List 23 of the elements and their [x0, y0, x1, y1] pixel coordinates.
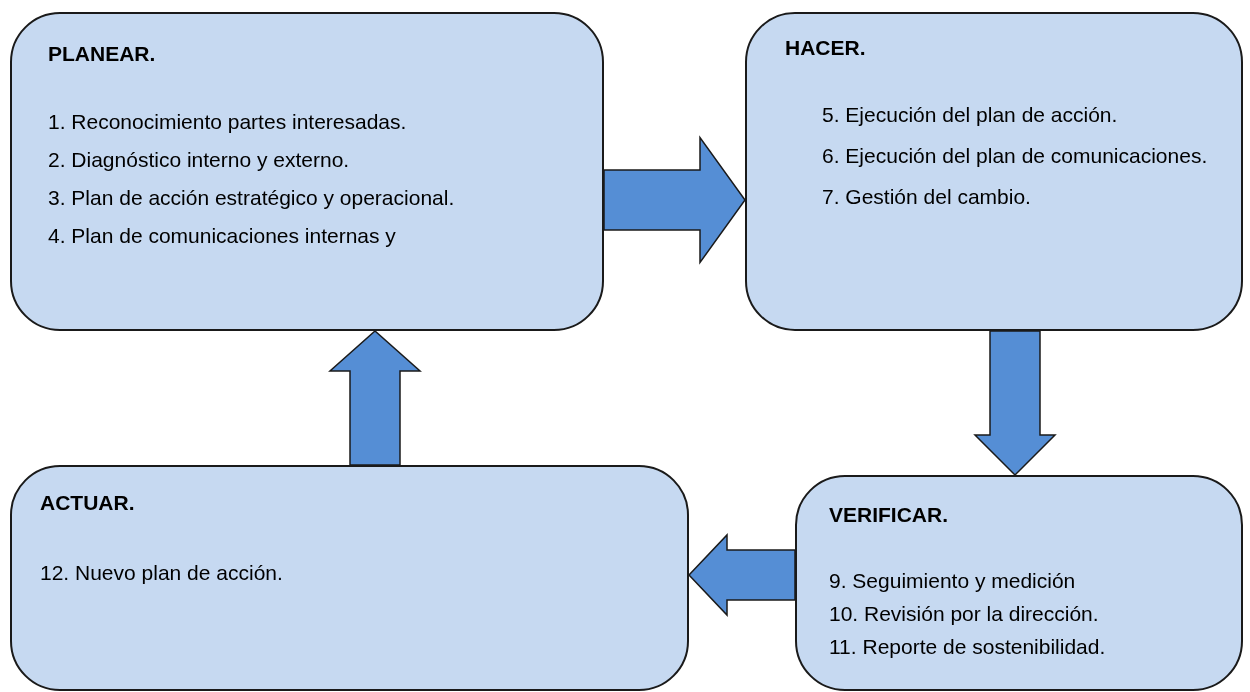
heading: PLANEAR. [48, 42, 156, 66]
list-item: 3. Plan de acción estratégico y operacional. [48, 185, 456, 211]
heading: VERIFICAR. [829, 503, 948, 527]
heading: ACTUAR. [40, 491, 135, 515]
block-arrow [687, 533, 796, 617]
list-item: 12. Nuevo plan de acción. [40, 560, 284, 586]
rounded-box [745, 12, 1243, 331]
list-item: 2. Diagnóstico interno y externo. [48, 147, 351, 173]
list-item: 5. Ejecución del plan de acción. [822, 102, 1119, 128]
rounded-box [795, 475, 1243, 691]
heading: HACER. [785, 36, 866, 60]
block-arrow [328, 330, 422, 466]
list-item: 1. Reconocimiento partes interesadas. [48, 109, 408, 135]
rounded-box [10, 12, 604, 331]
list-item: 7. Gestión del cambio. [822, 184, 1032, 210]
list-item: 4. Plan de comunicaciones internas y [48, 223, 397, 249]
list-item: 10. Revisión por la dirección. [829, 601, 1100, 627]
list-item: 6. Ejecución del plan de comunicaciones. [822, 143, 1209, 169]
block-arrow [603, 135, 746, 265]
list-item: 9. Seguimiento y medición [829, 568, 1077, 594]
block-arrow [973, 330, 1057, 477]
rounded-box [10, 465, 689, 691]
list-item: 11. Reporte de sostenibilidad. [829, 634, 1107, 660]
